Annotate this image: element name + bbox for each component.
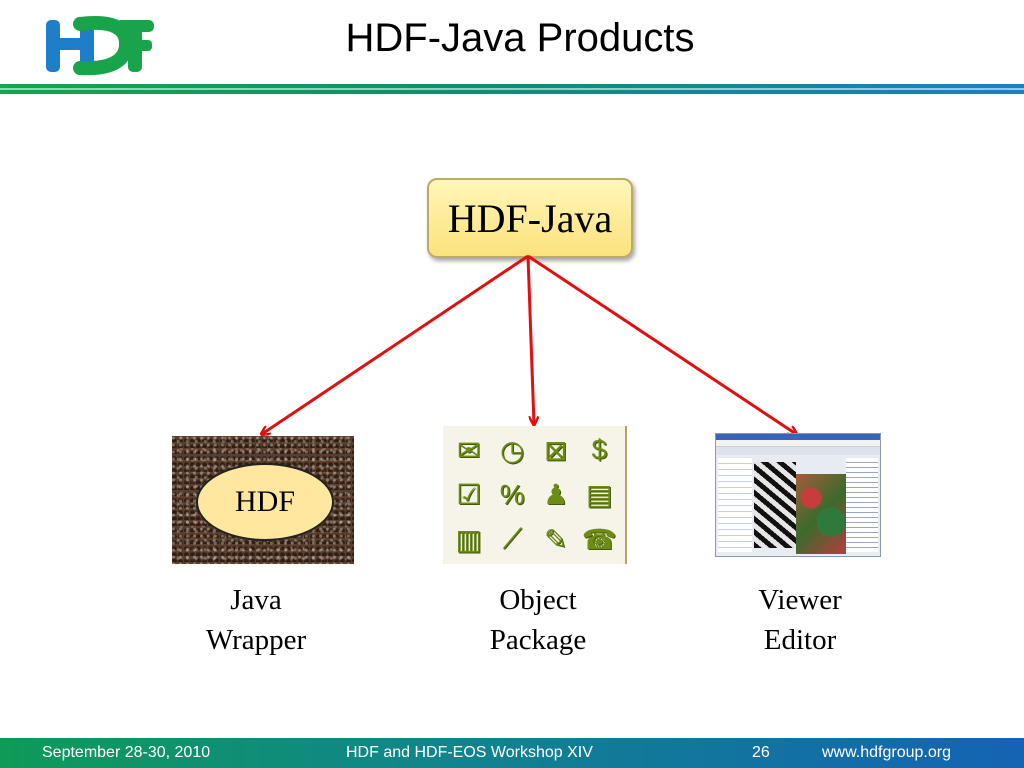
object-package-label: Object Package xyxy=(458,580,618,660)
footer-workshop: HDF and HDF-EOS Workshop XIV xyxy=(346,744,593,761)
viewer-editor-label-line1: Viewer xyxy=(758,584,842,616)
viewer-stripe-image xyxy=(754,462,796,548)
java-wrapper-label: Java Wrapper xyxy=(176,580,336,660)
user-icon: ♟ xyxy=(543,479,569,511)
object-package-label-line1: Object xyxy=(499,584,577,616)
arrow-to-java-wrapper xyxy=(262,254,529,434)
java-wrapper-label-line2: Wrapper xyxy=(205,624,307,656)
arrow-to-object-package xyxy=(526,255,534,424)
notebook-icon: ▥ xyxy=(455,524,482,556)
pencil-icon: ✎ xyxy=(544,524,568,556)
telephone-icon: ☎ xyxy=(581,524,617,556)
money-bag-icon: $ xyxy=(591,434,608,466)
viewer-landsat-image xyxy=(796,474,846,554)
slide-title: HDF-Java Products xyxy=(345,16,695,60)
document-icon: ▤ xyxy=(586,479,613,511)
chart-icon: ⟋ xyxy=(502,523,523,555)
object-icon-grid: ✉ ◷ ⊠ $ ☑ % ♟ ▤ ▥ ⟋ ✎ ☎ xyxy=(447,428,621,562)
viewer-editor-image xyxy=(715,433,881,557)
envelope-icon: ✉ xyxy=(457,434,481,466)
viewer-data-table xyxy=(846,458,878,552)
hdf-logo xyxy=(40,12,158,78)
object-package-label-line2: Package xyxy=(489,624,587,656)
java-wrapper-label-line1: Java xyxy=(230,584,282,616)
arrow-to-viewer-editor xyxy=(527,254,796,434)
slide-footer: September 28-30, 2010 HDF and HDF-EOS Wo… xyxy=(0,738,1024,768)
viewer-menu-bar xyxy=(716,440,880,447)
hdf-java-node: HDF-Java xyxy=(427,178,633,258)
viewer-editor-label-line2: Editor xyxy=(763,624,837,656)
viewer-editor-label: Viewer Editor xyxy=(718,580,882,660)
viewer-title-bar xyxy=(716,434,880,440)
viewer-tree-panel xyxy=(718,458,752,552)
percent-icon: % xyxy=(499,478,525,510)
checkbox-icon: ☑ xyxy=(456,479,482,511)
footer-date: September 28-30, 2010 xyxy=(42,744,211,761)
viewer-toolbar xyxy=(716,447,880,455)
hdf-oval: HDF xyxy=(196,463,334,541)
title-rule xyxy=(0,84,1024,94)
object-package-image: ✉ ◷ ⊠ $ ☑ % ♟ ▤ ▥ ⟋ ✎ ☎ xyxy=(443,426,627,564)
hdf-java-label: HDF-Java xyxy=(447,195,613,241)
window-icon: ⊠ xyxy=(544,434,568,466)
footer-url[interactable]: www.hdfgroup.org xyxy=(822,744,951,761)
clock-icon: ◷ xyxy=(500,434,525,466)
footer-page-number: 26 xyxy=(752,744,770,761)
java-wrapper-image: HDF xyxy=(172,436,354,564)
hdf-oval-label: HDF xyxy=(234,485,295,518)
